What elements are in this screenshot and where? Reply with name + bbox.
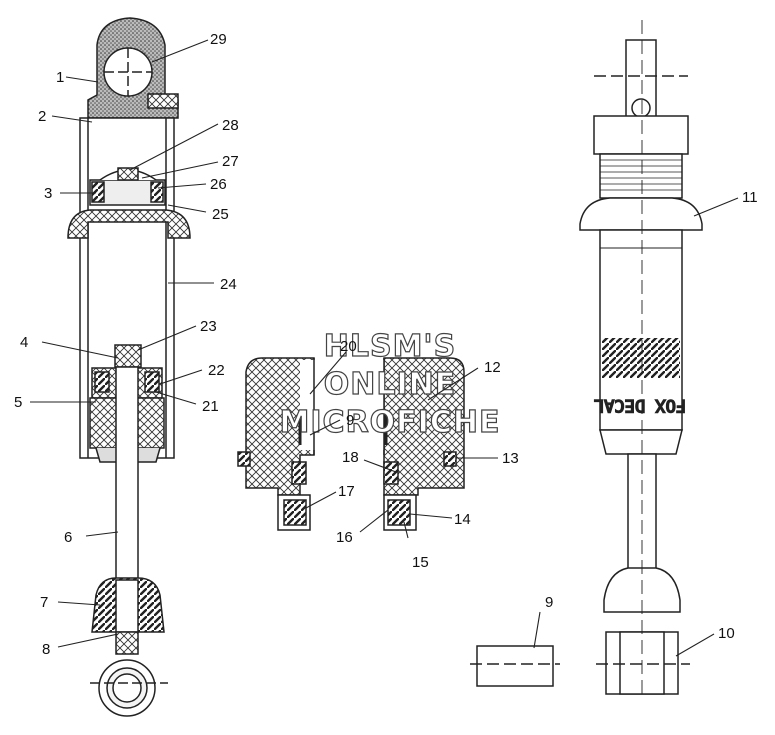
- fox-decal-label: FOX DECAL: [594, 395, 686, 415]
- label-26: 26: [210, 176, 227, 193]
- label-24: 24: [220, 276, 237, 293]
- bushing-part: [470, 645, 560, 687]
- o-ring-left: [237, 451, 251, 467]
- piston-shaft: [115, 366, 139, 583]
- watermark-line-2: ONLINE: [324, 367, 457, 402]
- label-7: 7: [40, 594, 48, 611]
- label-22: 22: [208, 362, 225, 379]
- label-14: 14: [454, 511, 471, 528]
- label-28: 28: [222, 117, 239, 134]
- label-5: 5: [14, 394, 22, 411]
- label-8: 8: [42, 641, 50, 658]
- label-16: 16: [336, 529, 353, 546]
- o-ring-right: [443, 451, 457, 467]
- label-13: 13: [502, 450, 519, 467]
- threaded-body: [599, 153, 683, 199]
- label-23: 23: [200, 318, 217, 335]
- label-21: 21: [202, 398, 219, 415]
- label-10: 10: [718, 625, 735, 642]
- label-2: 2: [38, 108, 46, 125]
- label-9: 9: [545, 594, 553, 611]
- right-shock-external: FOX DECAL: [579, 20, 703, 700]
- label-25: 25: [212, 206, 229, 223]
- watermark-line-3: MICROFICHE: [280, 405, 501, 440]
- label-29: 29: [210, 31, 227, 48]
- leader-lines: [30, 39, 739, 657]
- label-3: 3: [44, 185, 52, 202]
- label-27: 27: [222, 153, 239, 170]
- bumper-ring: [67, 209, 191, 239]
- left-shock-section: [67, 17, 191, 717]
- schrader-valve: [631, 98, 651, 118]
- label-12: 12: [484, 359, 501, 376]
- label-17: 17: [338, 483, 355, 500]
- watermark: HLSM'S ONLINE MICROFICHE: [279, 328, 501, 440]
- label-9-center: 9: [346, 412, 354, 429]
- label-4: 4: [20, 334, 28, 351]
- center-cap-section: [237, 357, 465, 531]
- label-18: 18: [342, 449, 359, 466]
- label-11: 11: [742, 189, 758, 206]
- piston-nut: [114, 344, 142, 368]
- spring-collar: [579, 197, 703, 231]
- shock-body: [599, 229, 683, 431]
- watermark-line-1: HLSM'S: [324, 329, 456, 364]
- part-labels: 1 2 3 4 5 6 7 8 9 9 10 11 12 13 14 15 16…: [14, 31, 758, 658]
- label-6: 6: [64, 529, 72, 546]
- label-15: 15: [412, 554, 429, 571]
- label-20: 20: [340, 338, 357, 355]
- label-1: 1: [56, 69, 64, 86]
- fill-screw: [147, 93, 179, 109]
